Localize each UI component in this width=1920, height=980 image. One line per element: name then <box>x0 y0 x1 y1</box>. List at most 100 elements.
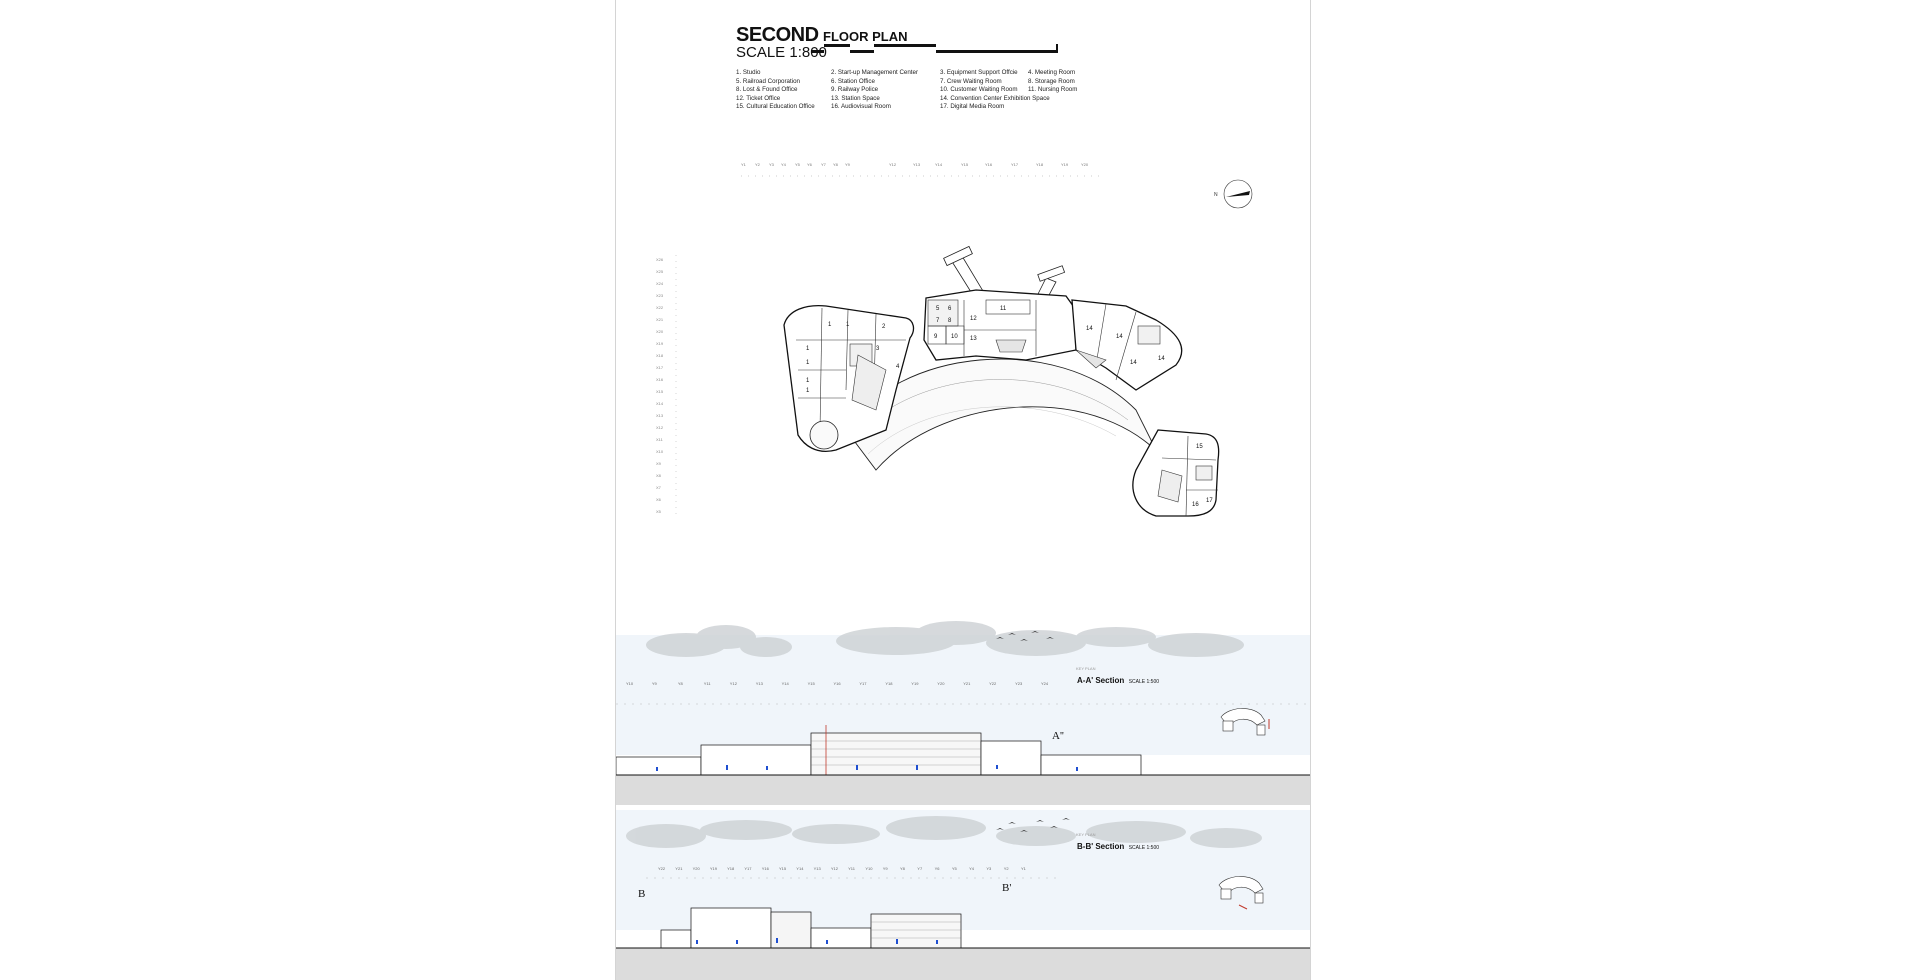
room-label: 14 <box>1158 356 1165 362</box>
grid-label: Y13 <box>814 866 822 871</box>
bb-marker-right: B' <box>1002 882 1012 894</box>
svg-text:X16: X16 <box>656 377 664 382</box>
grid-label: Y17 <box>859 681 867 686</box>
section-bb-figures <box>696 938 938 944</box>
grid-label: Y3 <box>986 866 992 871</box>
bb-marker-left: B <box>638 888 646 900</box>
grid-label: Y9 <box>652 681 658 686</box>
key-plan-icon <box>1220 708 1270 736</box>
grid-label: Y6 <box>935 866 941 871</box>
grid-label: Y16 <box>834 681 842 686</box>
ground <box>616 775 1310 805</box>
svg-text:Y19: Y19 <box>1061 162 1069 167</box>
legend-item: 1. Studio <box>736 69 761 76</box>
room-label: 8 <box>948 318 952 324</box>
legend-item: 5. Railroad Corporation <box>736 77 800 85</box>
room-label: 11 <box>1000 306 1007 312</box>
key-plan-icon <box>1218 876 1264 910</box>
grid-label: Y10 <box>626 681 634 686</box>
svg-text:X19: X19 <box>656 341 664 346</box>
grid-label: Y2 <box>1004 866 1010 871</box>
svg-text:Y9: Y9 <box>845 162 851 167</box>
grid-label: Y22 <box>989 681 997 686</box>
drawing-sheet: SECOND FLOOR PLAN SCALE 1:800 1. Studio … <box>615 0 1311 980</box>
svg-text:Y18: Y18 <box>1036 162 1044 167</box>
grid-label: Y8 <box>900 866 906 871</box>
grid-label: Y15 <box>779 866 787 871</box>
grid-label: Y17 <box>744 866 752 871</box>
legend-item: 16. Audiovisual Room <box>831 103 891 111</box>
room-label: 10 <box>951 334 958 340</box>
svg-text:Y14: Y14 <box>935 162 943 167</box>
grid-label: Y12 <box>831 866 839 871</box>
room-label: 4 <box>896 364 900 370</box>
room-label: 14 <box>1086 326 1093 332</box>
cloud-decoration <box>626 816 1262 848</box>
grid-label: Y16 <box>762 866 770 871</box>
grid-label: Y8 <box>678 681 684 686</box>
room-label: 1 <box>806 346 810 352</box>
svg-text:X14: X14 <box>656 401 664 406</box>
svg-text:X13: X13 <box>656 413 664 418</box>
grid-label: Y11 <box>848 866 856 871</box>
legend-item: 14. Convention Center Exhibition Space <box>940 94 1050 102</box>
room-label: 16 <box>1192 502 1199 508</box>
legend-item: 2. Start-up Management Center <box>831 69 919 76</box>
svg-text:X26: X26 <box>656 257 664 262</box>
plan-scale: SCALE 1:800 <box>736 44 827 61</box>
svg-text:Y12: Y12 <box>889 162 897 167</box>
grid-label: Y15 <box>808 681 816 686</box>
grid-label: Y7 <box>917 866 923 871</box>
room-label: 17 <box>1206 498 1213 504</box>
grid-label: Y21 <box>963 681 971 686</box>
room-label: 15 <box>1196 444 1203 450</box>
grid-label: Y18 <box>727 866 735 871</box>
scale-bar <box>812 44 1058 53</box>
svg-text:X10: X10 <box>656 449 664 454</box>
room-label: 1 <box>828 322 832 328</box>
bb-section-title: B-B' Section SCALE 1:500 <box>1077 836 1159 854</box>
grid-label: Y14 <box>782 681 790 686</box>
svg-text:Y17: Y17 <box>1011 162 1019 167</box>
room-label: 1 <box>846 322 850 328</box>
room-label: 1 <box>806 388 810 394</box>
grid-label: Y19 <box>911 681 919 686</box>
grid-label: Y23 <box>1015 681 1023 686</box>
legend-item: 3. Equipment Support Offcie <box>940 69 1018 76</box>
svg-text:Y20: Y20 <box>1081 162 1089 167</box>
aa-scale: SCALE 1:500 <box>1128 679 1160 685</box>
grid-label: Y20 <box>693 866 701 871</box>
grid-label: Y18 <box>885 681 893 686</box>
center-block: 5 6 7 8 9 10 11 12 13 <box>923 289 1077 361</box>
svg-text:X25: X25 <box>656 269 664 274</box>
aa-section-title: A-A' Section SCALE 1:500 <box>1077 670 1159 688</box>
legend-item: 17. Digital Media Room <box>940 103 1005 111</box>
room-label: 2 <box>882 324 886 330</box>
aa-keyplan-label: KEY PLAN <box>1076 666 1096 671</box>
grid-label: Y9 <box>883 866 889 871</box>
legend-item: 15. Cultural Education Office <box>736 103 815 111</box>
legend-item: 8. Storage Room <box>1028 77 1075 85</box>
legend-item: 6. Station Office <box>831 77 875 85</box>
legend-item: 13. Station Space <box>831 94 880 102</box>
birds-decoration <box>996 631 1054 641</box>
grid-label: Y4 <box>969 866 975 871</box>
ground <box>616 948 1310 980</box>
svg-text:Y1: Y1 <box>741 162 747 167</box>
room-label: 3 <box>876 346 880 352</box>
bb-scale: SCALE 1:500 <box>1128 845 1160 851</box>
legend-item: 8. Lost & Found Office <box>736 86 798 94</box>
plan-title: SECOND FLOOR PLAN <box>736 24 908 47</box>
svg-text:X21: X21 <box>656 317 664 322</box>
room-label: 13 <box>970 336 977 342</box>
second-floor-plan: 1 1 2 1 1 1 1 3 4 <box>783 245 1220 517</box>
bb-keyplan-label: KEY PLAN <box>1076 832 1096 837</box>
legend-column-2: 2. Start-up Management Center 6. Station… <box>831 69 918 112</box>
plan-title-sub: FLOOR PLAN <box>823 29 908 44</box>
legend-item: 4. Meeting Room <box>1028 69 1076 76</box>
room-label: 14 <box>1116 334 1123 340</box>
svg-text:Y8: Y8 <box>833 162 839 167</box>
